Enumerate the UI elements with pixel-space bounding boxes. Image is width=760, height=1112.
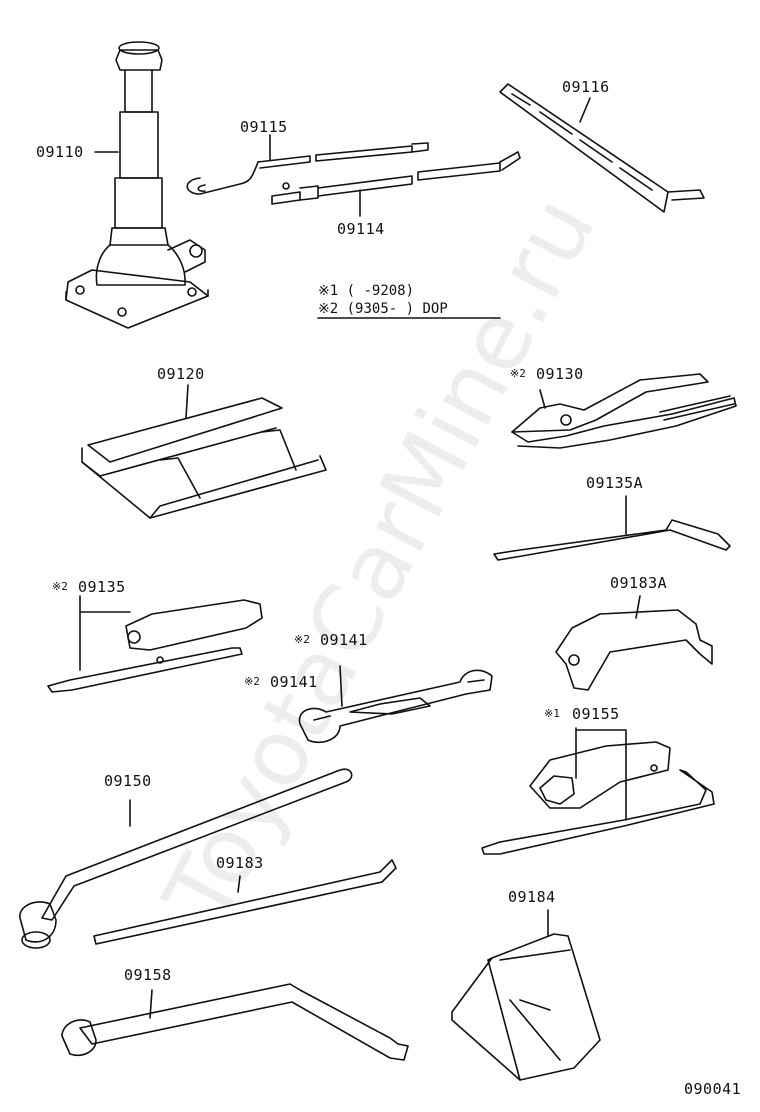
diagram-id: 090041 xyxy=(684,1080,742,1098)
label-09120: 09120 xyxy=(157,365,205,383)
mark-09141-lower: ※2 xyxy=(244,675,260,688)
socket-wrench-drawing xyxy=(481,727,715,855)
pliers-drawing xyxy=(511,373,737,449)
label-09114: 09114 xyxy=(337,220,385,238)
screwdriver-drawing xyxy=(47,595,263,693)
label-09183A: 09183A xyxy=(610,574,668,592)
note-mark-1: ※1 xyxy=(318,283,339,299)
wheel-chock-drawing xyxy=(451,909,601,1081)
jack-drawing xyxy=(65,41,209,329)
handle-part-drawing xyxy=(555,595,713,691)
note-line-1: ※1 ( -9208) xyxy=(318,284,414,298)
handle-rod-drawing xyxy=(61,983,409,1061)
label-09141-lower: 09141 xyxy=(270,673,318,691)
jack-handle-bar-drawing xyxy=(499,83,705,213)
note-range-1: ( -9208) xyxy=(346,283,415,299)
pry-bar-drawing xyxy=(93,859,397,945)
wrench-drawing xyxy=(298,665,493,744)
label-09158: 09158 xyxy=(124,966,172,984)
label-09184: 09184 xyxy=(508,888,556,906)
hook-rod-drawing xyxy=(186,134,429,195)
label-09110: 09110 xyxy=(36,143,84,161)
mark-09130: ※2 xyxy=(510,367,526,380)
mark-09155: ※1 xyxy=(544,707,560,720)
label-09135A: 09135A xyxy=(586,474,644,492)
mark-09135: ※2 xyxy=(52,580,68,593)
label-09183: 09183 xyxy=(216,854,264,872)
note-line-2: ※2 (9305- ) DOP xyxy=(318,302,448,316)
label-09155: 09155 xyxy=(572,705,620,723)
label-09135: 09135 xyxy=(78,578,126,596)
mark-09141-upper: ※2 xyxy=(294,633,310,646)
note-range-2: (9305- ) DOP xyxy=(346,301,448,317)
tool-bag-drawing xyxy=(81,384,327,519)
label-09130: 09130 xyxy=(536,365,584,383)
label-09115: 09115 xyxy=(240,118,288,136)
offset-screwdriver-drawing xyxy=(493,495,731,561)
note-mark-2: ※2 xyxy=(318,301,339,317)
label-09116: 09116 xyxy=(562,78,610,96)
lug-wrench-drawing xyxy=(19,768,353,949)
label-09150: 09150 xyxy=(104,772,152,790)
extension-rod-drawing xyxy=(271,151,521,217)
label-09141-upper: 09141 xyxy=(320,631,368,649)
